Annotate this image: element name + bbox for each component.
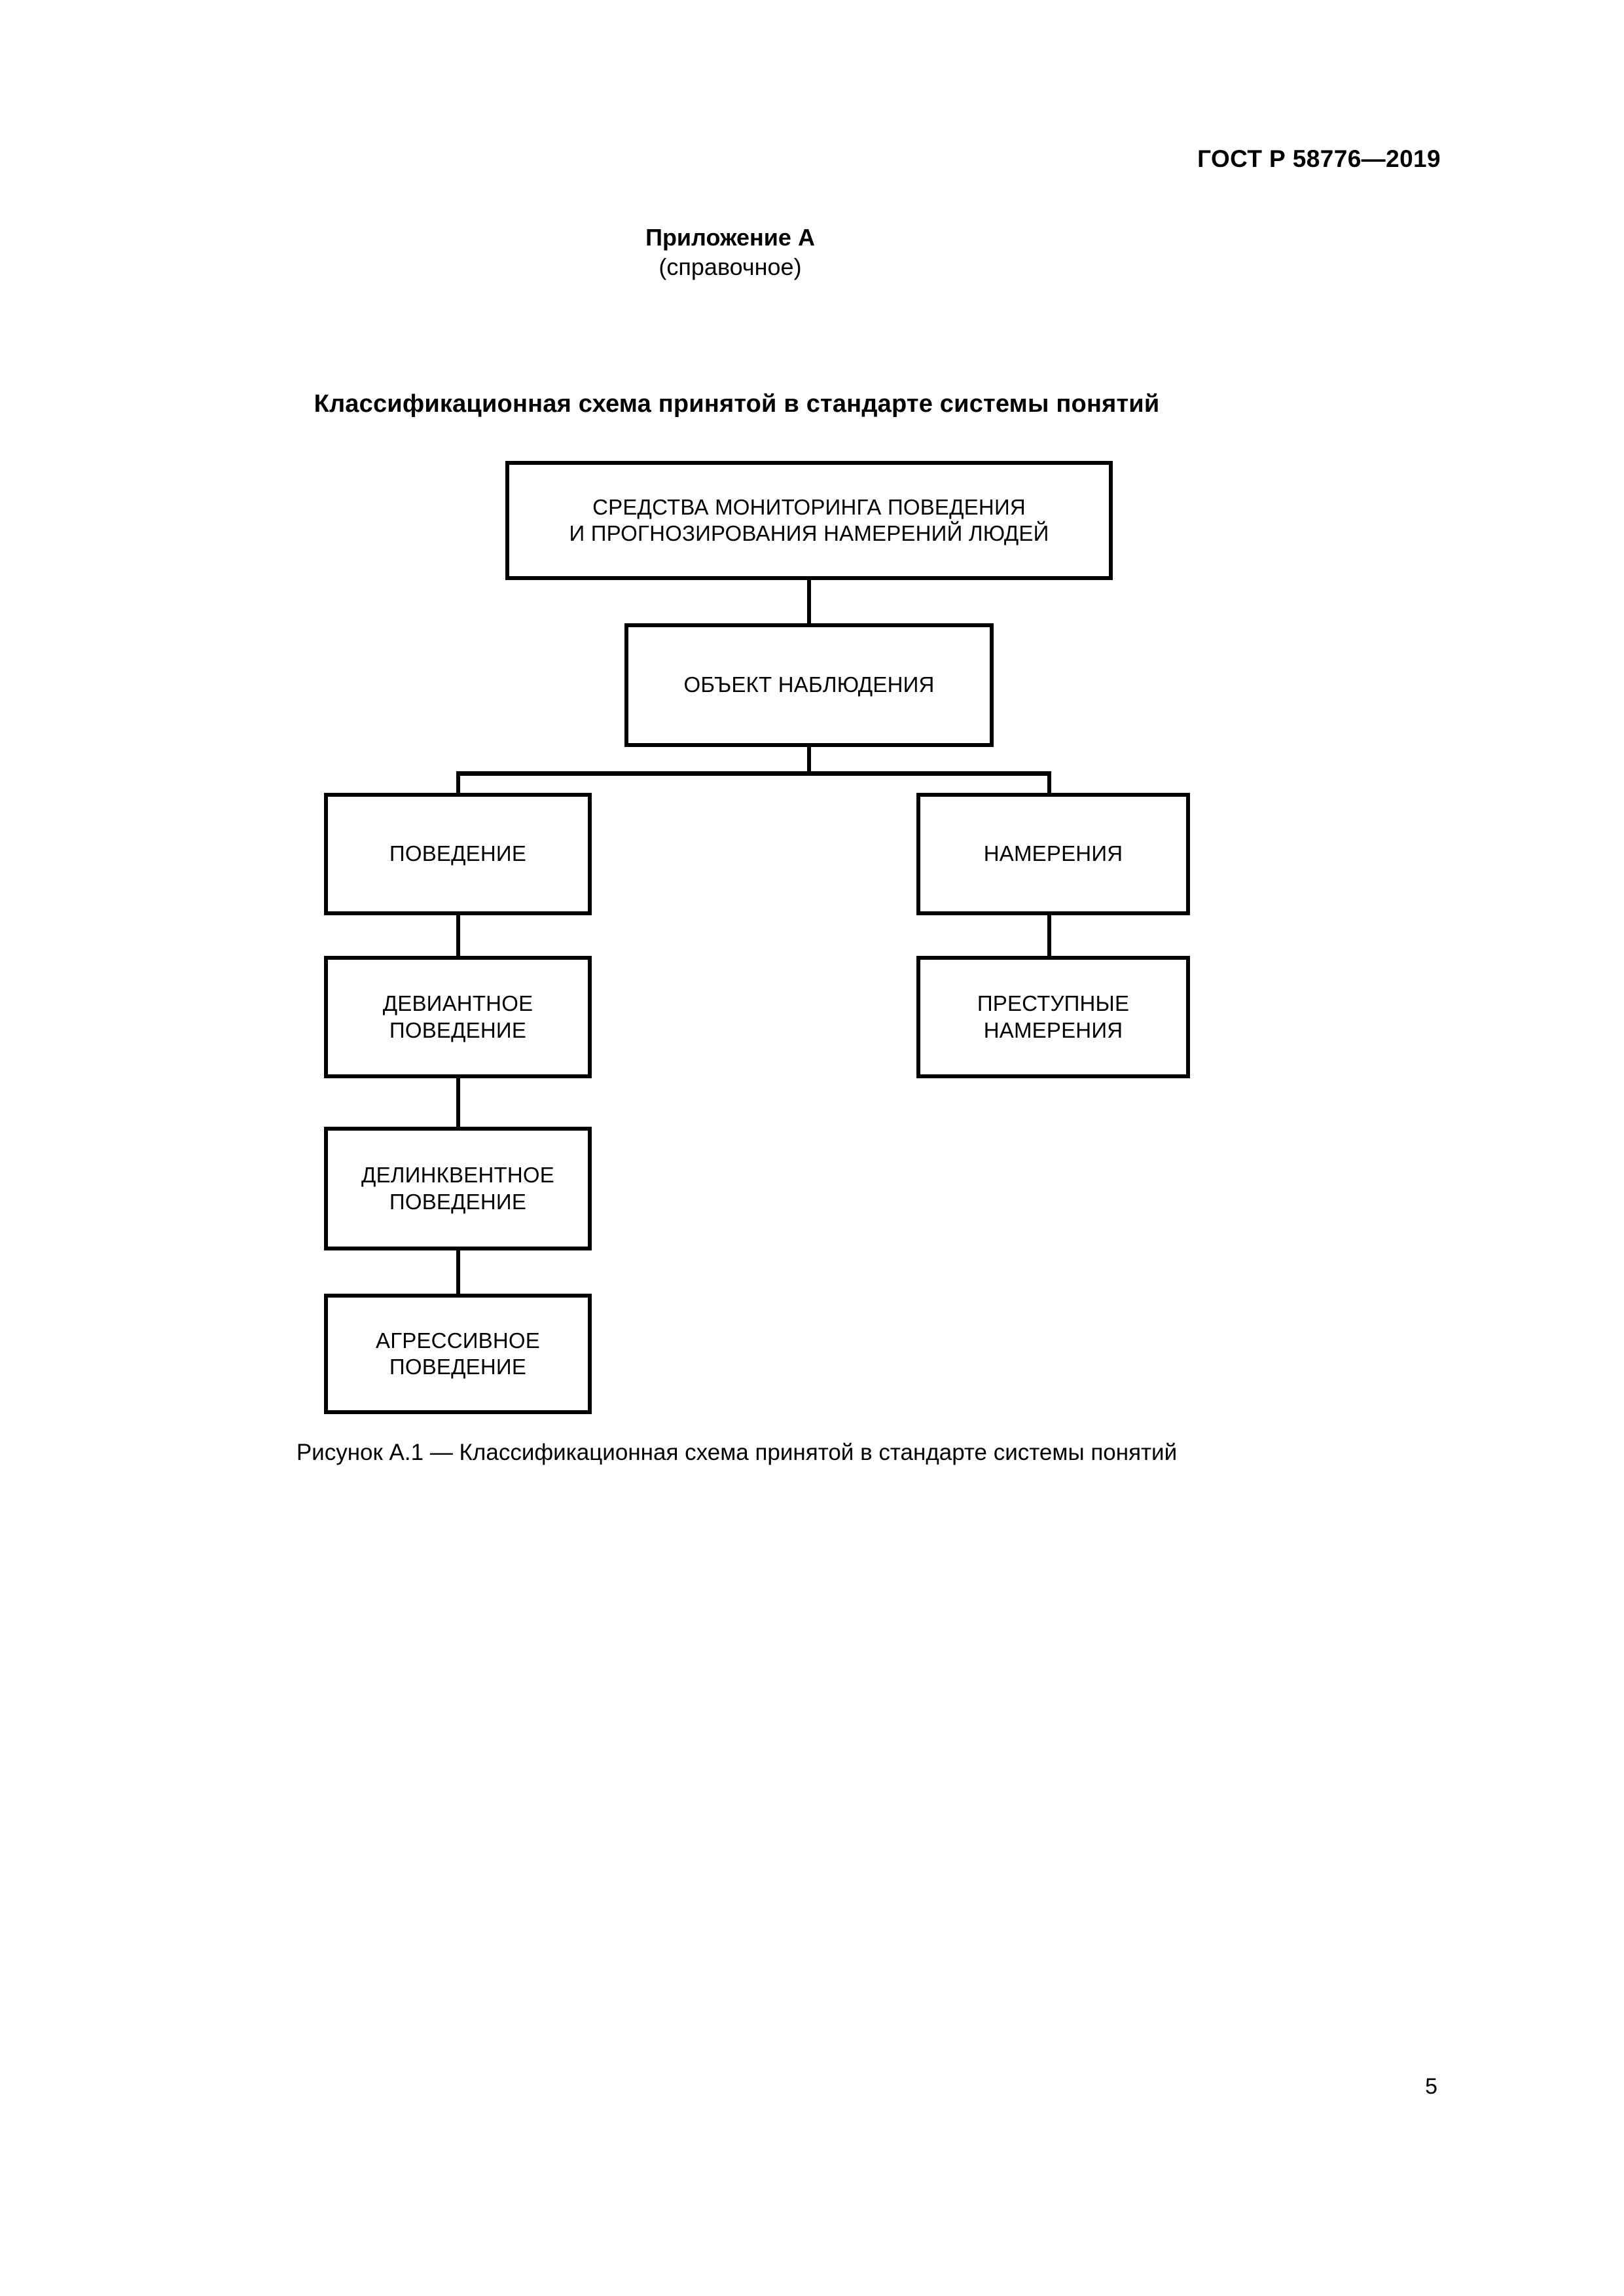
appendix-title: Приложение А [645, 224, 815, 251]
edge-object-to-split [807, 747, 811, 775]
edge-delinquent-to-aggressive [456, 1250, 460, 1294]
node-criminal-intentions-label: ПРЕСТУПНЫЕ НАМЕРЕНИЯ [977, 991, 1130, 1042]
appendix-heading-block: Приложение А (справочное) [0, 223, 1624, 282]
node-monitoring-tools[interactable]: СРЕДСТВА МОНИТОРИНГА ПОВЕДЕНИЯ И ПРОГНОЗ… [505, 461, 1113, 580]
node-monitoring-tools-label: СРЕДСТВА МОНИТОРИНГА ПОВЕДЕНИЯ И ПРОГНОЗ… [569, 494, 1049, 545]
figure-caption: Рисунок А.1 — Классификационная схема пр… [0, 1440, 1624, 1466]
node-behaviour-label: ПОВЕДЕНИЕ [389, 841, 527, 866]
edge-intentions-to-criminal [1047, 915, 1051, 956]
figure-heading: Классификационная схема принятой в станд… [0, 390, 1624, 418]
node-criminal-intentions[interactable]: ПРЕСТУПНЫЕ НАМЕРЕНИЯ [916, 956, 1190, 1078]
node-deviant-behaviour-label: ДЕВИАНТНОЕ ПОВЕДЕНИЕ [382, 991, 533, 1042]
node-aggressive-behaviour-label: АГРЕССИВНОЕ ПОВЕДЕНИЕ [375, 1328, 540, 1379]
node-intentions-label: НАМЕРЕНИЯ [983, 841, 1123, 866]
node-intentions[interactable]: НАМЕРЕНИЯ [916, 793, 1190, 915]
node-deviant-behaviour[interactable]: ДЕВИАНТНОЕ ПОВЕДЕНИЕ [324, 956, 592, 1078]
node-delinquent-behaviour[interactable]: ДЕЛИНКВЕНТНОЕ ПОВЕДЕНИЕ [324, 1127, 592, 1250]
edge-root-to-object [807, 580, 811, 623]
node-observation-object-label: ОБЪЕКТ НАБЛЮДЕНИЯ [683, 672, 935, 697]
appendix-subtitle: (справочное) [659, 253, 802, 280]
node-delinquent-behaviour-label: ДЕЛИНКВЕНТНОЕ ПОВЕДЕНИЕ [361, 1163, 554, 1214]
split-bar-behaviour-intentions [456, 771, 1051, 776]
edge-split-to-intentions [1047, 771, 1051, 793]
node-behaviour[interactable]: ПОВЕДЕНИЕ [324, 793, 592, 915]
figure-heading-text: Классификационная схема принятой в станд… [314, 390, 1160, 418]
node-observation-object[interactable]: ОБЪЕКТ НАБЛЮДЕНИЯ [624, 623, 994, 747]
edge-behaviour-to-deviant [456, 915, 460, 956]
page-number: 5 [1425, 2074, 1437, 2099]
node-aggressive-behaviour[interactable]: АГРЕССИВНОЕ ПОВЕДЕНИЕ [324, 1294, 592, 1414]
standard-header: ГОСТ Р 58776—2019 [1197, 145, 1441, 172]
edge-split-to-behaviour [456, 771, 460, 793]
edge-deviant-to-delinquent [456, 1078, 460, 1127]
figure-caption-text: Рисунок А.1 — Классификационная схема пр… [296, 1440, 1178, 1465]
